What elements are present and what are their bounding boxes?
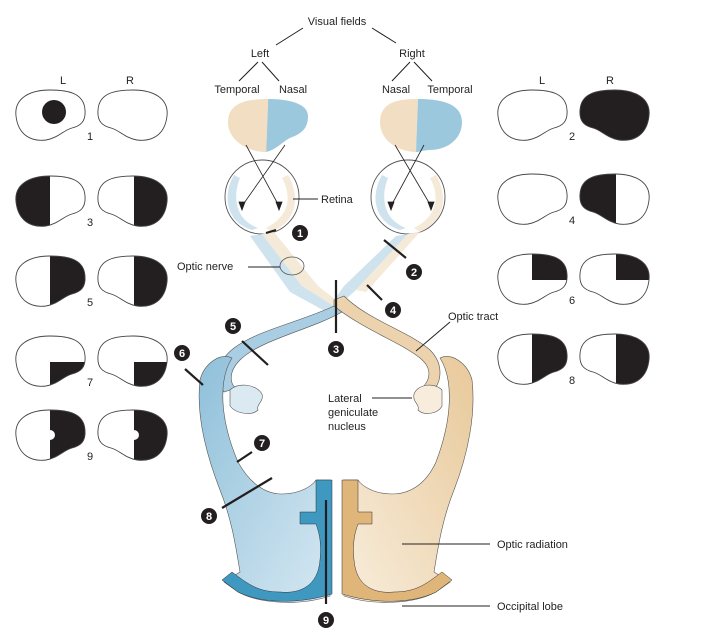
lesion-badge-5: 5 bbox=[225, 318, 241, 334]
tree-left-label: Left bbox=[251, 48, 269, 60]
visual-field-defect-3: 3 bbox=[15, 175, 168, 229]
defect-number-3: 3 bbox=[87, 217, 93, 229]
tree-line bbox=[238, 61, 259, 82]
defect-number-7: 7 bbox=[87, 377, 93, 389]
lesion-mark-7 bbox=[236, 451, 253, 463]
right-nasal-label: Nasal bbox=[382, 84, 410, 96]
right-eye-field-1 bbox=[97, 89, 168, 141]
visual-fields-title: Visual fields bbox=[308, 16, 367, 28]
lesion-mark-4 bbox=[366, 284, 383, 301]
optic-nerve-label: Optic nerve bbox=[177, 261, 233, 273]
tree-right-label: Right bbox=[399, 48, 425, 60]
right-eyeball bbox=[344, 159, 446, 292]
svg-text:4: 4 bbox=[390, 305, 397, 317]
visual-field-defect-8: 8 bbox=[497, 333, 650, 387]
left-eye-field-3 bbox=[15, 175, 86, 227]
optic-tract-label: Optic tract bbox=[448, 311, 498, 323]
lesion-badge-8: 8 bbox=[201, 508, 217, 524]
visual-field-defect-7: 7 bbox=[15, 335, 168, 389]
lesion-mark-6 bbox=[184, 368, 204, 386]
optic-radiation-label: Optic radiation bbox=[497, 539, 568, 551]
right-eye-visual-field bbox=[380, 99, 462, 152]
defect-number-1: 1 bbox=[87, 131, 93, 143]
lgn-label-line1: Lateral bbox=[328, 393, 362, 405]
tree-line bbox=[391, 61, 411, 82]
lesion-mark-1 bbox=[265, 228, 277, 235]
occipital-lobe-label: Occipital lobe bbox=[497, 601, 563, 613]
left-temporal-label: Temporal bbox=[214, 84, 259, 96]
lesion-badge-3: 3 bbox=[328, 341, 344, 357]
left-eyeball bbox=[224, 159, 318, 292]
lesion-badge-6: 6 bbox=[174, 345, 190, 361]
defect-number-9: 9 bbox=[87, 451, 93, 463]
left-eye-field-7 bbox=[15, 335, 86, 387]
svg-text:7: 7 bbox=[259, 438, 265, 450]
defect-number-6: 6 bbox=[569, 295, 575, 307]
lesion-badge-2: 2 bbox=[406, 264, 422, 280]
defect-number-2: 2 bbox=[569, 131, 575, 143]
left-nasal-label: Nasal bbox=[279, 84, 307, 96]
tree-line bbox=[261, 61, 280, 82]
tree-line bbox=[371, 27, 397, 44]
lesion-badge-7: 7 bbox=[254, 435, 270, 451]
defect-number-5: 5 bbox=[87, 297, 93, 309]
svg-text:1: 1 bbox=[297, 228, 303, 240]
right-eye-field-9 bbox=[97, 409, 168, 461]
left-optic-radiation bbox=[198, 356, 333, 603]
visual-field-defect-6: 6 bbox=[497, 253, 650, 307]
right-temporal-label: Temporal bbox=[427, 84, 472, 96]
lesion-mark-8 bbox=[221, 477, 273, 509]
lesion-badge-1: 1 bbox=[292, 225, 308, 241]
defect-number-8: 8 bbox=[569, 375, 575, 387]
defect-number-4: 4 bbox=[569, 215, 575, 227]
left-eye-field-4 bbox=[497, 173, 568, 225]
visual-field-defect-2: 2 bbox=[497, 89, 650, 143]
visual-field-defect-4: 4 bbox=[497, 173, 650, 227]
left-eye-field-5 bbox=[15, 255, 86, 307]
left-lateral-geniculate-nucleus bbox=[229, 384, 263, 414]
right-eye-field-7 bbox=[97, 335, 168, 387]
lgn-label-line3: nucleus bbox=[328, 421, 366, 433]
optic-nerve-sheath bbox=[279, 256, 305, 276]
lesion-badge-4: 4 bbox=[385, 302, 401, 318]
left-eye-field-1 bbox=[15, 89, 86, 141]
right-eye-field-2 bbox=[579, 89, 650, 141]
right-eye-field-5 bbox=[97, 255, 168, 307]
left-panel-header-L: L bbox=[60, 75, 66, 87]
visual-field-defect-5: 5 bbox=[15, 255, 168, 309]
optic-tract-leader bbox=[415, 321, 451, 352]
svg-text:6: 6 bbox=[179, 348, 185, 360]
left-panel-header-R: R bbox=[126, 75, 134, 87]
svg-text:5: 5 bbox=[230, 321, 236, 333]
lesion-badge-9: 9 bbox=[318, 612, 334, 628]
light-ray-arrows bbox=[238, 144, 435, 212]
left-eye-field-9 bbox=[15, 409, 86, 461]
right-optic-radiation bbox=[341, 356, 474, 603]
right-eye-field-6 bbox=[579, 253, 650, 305]
left-eye-field-8 bbox=[497, 333, 568, 385]
right-eye-field-4 bbox=[579, 173, 650, 225]
left-eye-field-6 bbox=[497, 253, 568, 305]
right-eye-field-3 bbox=[97, 175, 168, 227]
svg-text:3: 3 bbox=[333, 344, 339, 356]
visual-field-defect-1: 1 bbox=[15, 89, 168, 143]
svg-text:9: 9 bbox=[323, 615, 329, 627]
svg-text:2: 2 bbox=[411, 267, 417, 279]
right-eye-field-8 bbox=[579, 333, 650, 385]
visual-field-defect-9: 9 bbox=[15, 409, 168, 463]
retina-label: Retina bbox=[321, 194, 354, 206]
lgn-label-line2: geniculate bbox=[328, 407, 378, 419]
left-eye-field-2 bbox=[497, 89, 568, 141]
right-panel-header-L: L bbox=[539, 75, 545, 87]
right-panel-header-R: R bbox=[606, 75, 614, 87]
tree-line bbox=[275, 27, 304, 46]
left-eye-visual-field bbox=[228, 98, 308, 153]
right-lateral-geniculate-nucleus bbox=[413, 384, 443, 414]
lesion-mark-2 bbox=[383, 239, 407, 259]
tree-line bbox=[413, 61, 433, 82]
lesion-mark-5 bbox=[241, 340, 269, 366]
svg-text:8: 8 bbox=[206, 511, 212, 523]
